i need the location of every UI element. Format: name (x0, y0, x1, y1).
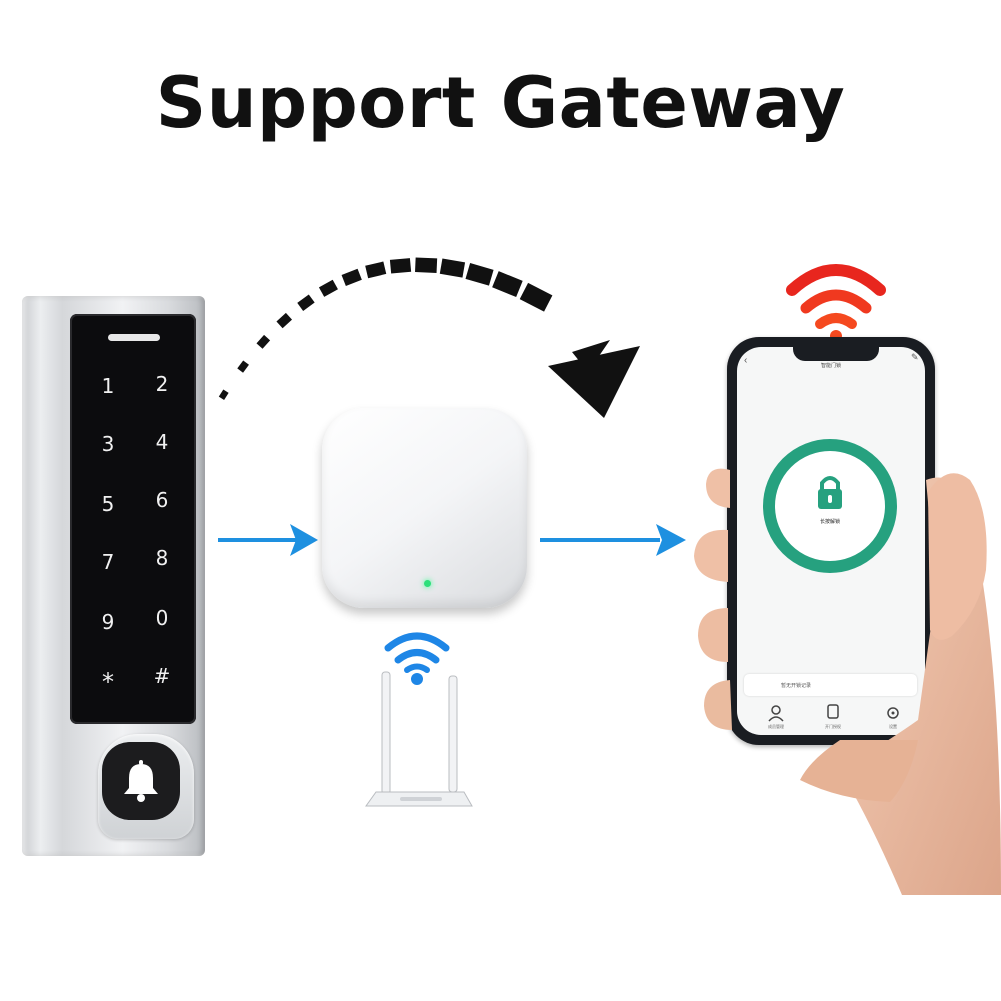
gateway-device (322, 408, 527, 608)
unlock-record-bar[interactable] (744, 674, 917, 696)
nav-settings-label[interactable]: 设置 (889, 724, 897, 729)
arrow-gateway-to-phone (540, 524, 686, 556)
key-0[interactable]: 0 (155, 606, 169, 630)
arc-dash (465, 263, 494, 286)
access-keypad: 1 2 3 4 5 6 7 8 9 0 * # (22, 296, 205, 856)
arc-dash (237, 360, 249, 373)
bell-icon (124, 760, 158, 802)
key-6[interactable]: 6 (155, 488, 169, 512)
arc-dash (341, 268, 362, 287)
dashed-arc-arrowhead-notch (572, 340, 610, 372)
nav-members-label[interactable]: 成员管理 (768, 724, 784, 729)
arc-dash (297, 294, 315, 311)
key-5[interactable]: 5 (101, 492, 115, 516)
edit-icon[interactable]: ✎ (911, 352, 919, 362)
key-1[interactable]: 1 (101, 374, 115, 398)
arc-dash (415, 257, 438, 273)
arc-dash (365, 261, 387, 279)
keypad-panel: 1 2 3 4 5 6 7 8 9 0 * # (70, 314, 196, 724)
key-7[interactable]: 7 (101, 550, 115, 574)
key-8[interactable]: 8 (155, 546, 169, 570)
arc-dash (492, 271, 523, 298)
gateway-status-led (424, 580, 431, 587)
key-star[interactable]: * (102, 668, 114, 696)
arc-dash (439, 258, 466, 278)
router-wifi-signal-icon (384, 632, 450, 685)
nav-authorize-label[interactable]: 开门授权 (825, 724, 841, 729)
card-reader-indicator (108, 334, 160, 341)
app-title: 智能门锁 (820, 363, 841, 369)
arc-dash (276, 312, 293, 329)
page-title: Support Gateway (155, 62, 846, 144)
arc-dash (318, 279, 338, 297)
unlock-label: 长按解锁 (819, 519, 840, 525)
hand-illustration (694, 468, 1001, 895)
key-hash[interactable]: # (153, 664, 171, 688)
arc-dash (389, 258, 412, 274)
arc-dash (519, 282, 553, 312)
back-icon[interactable]: ‹ (744, 355, 748, 366)
key-3[interactable]: 3 (101, 432, 115, 456)
doorbell-button[interactable] (102, 742, 180, 820)
arc-dash (218, 389, 229, 401)
arrow-keypad-to-gateway (218, 524, 318, 556)
phone-wifi-signal-icon (786, 264, 886, 342)
dashed-arc-arrow (218, 257, 553, 401)
wifi-router-icon (365, 671, 473, 807)
unlock-record-label: 暂无开锁记录 (781, 683, 812, 689)
key-2[interactable]: 2 (155, 372, 169, 396)
arc-dash (256, 334, 271, 349)
key-9[interactable]: 9 (101, 610, 115, 634)
dashed-arc-arrowhead (548, 346, 640, 418)
phone-notch (793, 345, 879, 361)
key-4[interactable]: 4 (155, 430, 169, 454)
